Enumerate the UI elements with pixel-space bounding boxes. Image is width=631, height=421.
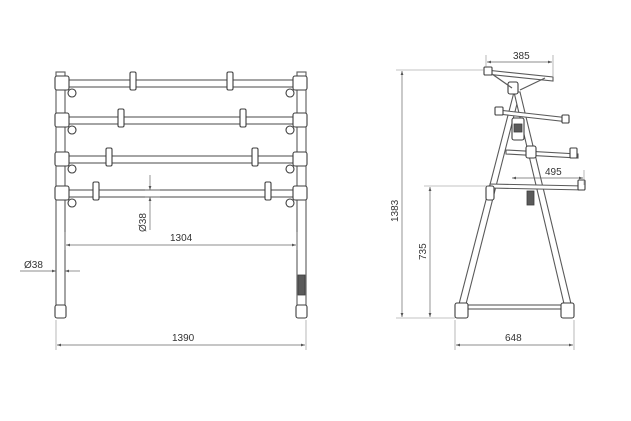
tier-bar-2 xyxy=(54,108,308,135)
label-leg-diameter: Ø38 xyxy=(24,260,43,271)
dim-tube-diameter: Ø38 xyxy=(138,175,160,232)
dim-lower-arm: 495 xyxy=(512,167,585,185)
side-arm-3 xyxy=(505,145,579,159)
dim-base-depth: 648 xyxy=(454,320,575,350)
side-view: 385 495 1383 735 648 xyxy=(390,51,586,350)
dim-overall-width: 1390 xyxy=(55,320,307,350)
side-arm-1 xyxy=(483,66,554,95)
label-base-depth: 648 xyxy=(505,333,522,344)
tier-bar-3 xyxy=(54,147,308,174)
label-lower-arm: 495 xyxy=(545,167,562,178)
label-tier-height: 735 xyxy=(418,243,429,260)
label-top-arm: 385 xyxy=(513,51,530,62)
tier-bar-4 xyxy=(54,181,308,208)
front-view: Ø38 1304 Ø38 1390 xyxy=(20,71,308,350)
label-inner-width: 1304 xyxy=(170,233,193,244)
tier-bar-1 xyxy=(54,71,308,98)
label-overall-width: 1390 xyxy=(172,333,195,344)
side-arm-4 xyxy=(485,179,586,206)
dim-overall-height: 1383 xyxy=(390,69,484,319)
base-bar xyxy=(454,302,575,319)
dim-leg-diameter: Ø38 xyxy=(20,260,80,273)
side-arm-2 xyxy=(494,106,570,124)
label-tube-diameter: Ø38 xyxy=(138,213,149,232)
dim-inner-width: 1304 xyxy=(64,232,298,250)
hub-clamp xyxy=(511,117,525,141)
dim-top-arm: 385 xyxy=(485,51,554,76)
dim-tier-height: 735 xyxy=(418,185,488,317)
label-overall-height: 1383 xyxy=(390,199,401,222)
